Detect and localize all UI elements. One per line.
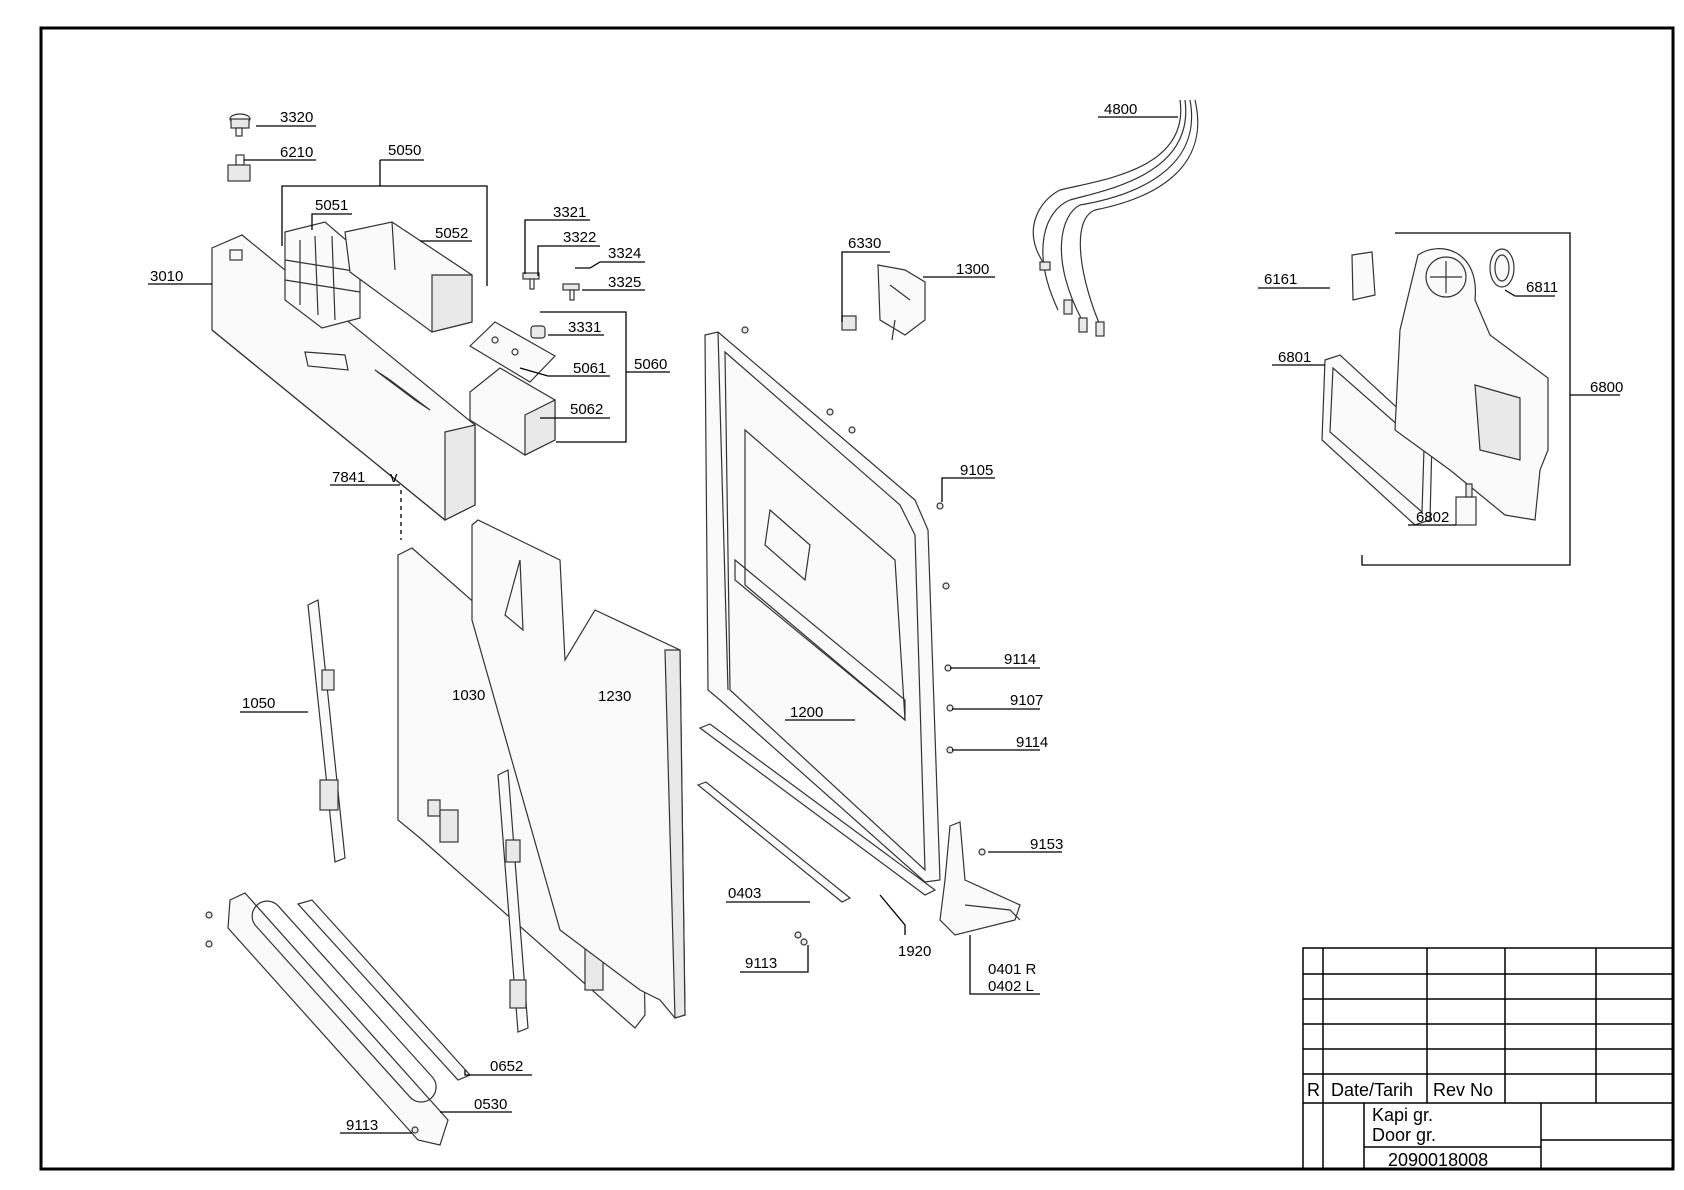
label-4800: 4800	[1104, 101, 1137, 118]
label-0403: 0403	[728, 885, 761, 902]
label-6802: 6802	[1416, 509, 1449, 526]
part-rail-right	[497, 769, 529, 1033]
drawing-frame	[39, 26, 1675, 1171]
part-1200-inner-door	[704, 331, 941, 883]
title-english: Door gr.	[1372, 1125, 1436, 1145]
label-6811: 6811	[1526, 279, 1558, 296]
leader-lines	[148, 116, 1620, 1134]
title-turkish: Kapi gr.	[1372, 1105, 1433, 1125]
label-0401R: 0401 R	[988, 961, 1037, 978]
title-block: R Date/Tarih Rev No Kapi gr. Door gr. 20…	[1302, 947, 1674, 1170]
label-0652: 0652	[490, 1058, 523, 1075]
part-6161-clip	[1351, 251, 1376, 301]
part-3010-control-panel	[211, 234, 476, 521]
label-0530: 0530	[474, 1096, 507, 1113]
label-9105: 9105	[960, 462, 993, 479]
label-5052: 5052	[435, 225, 468, 242]
label-3331: 3331	[568, 319, 601, 336]
label-5060: 5060	[634, 356, 667, 373]
label-7841-marker: v	[390, 469, 398, 486]
label-1230: 1230	[598, 688, 631, 705]
rev-header: Rev No	[1433, 1080, 1493, 1100]
label-5061: 5061	[573, 360, 606, 377]
part-4800-wire-harness	[1032, 99, 1199, 337]
label-7841: 7841	[332, 469, 365, 486]
part-3320-knob	[229, 113, 251, 137]
label-1030: 1030	[452, 687, 485, 704]
date-header: Date/Tarih	[1331, 1080, 1413, 1100]
part-5052-bracket	[344, 221, 473, 333]
part-labels: 3320 6210 5050 5051 5052 3010 3321 3322 …	[150, 101, 1623, 1134]
label-6800: 6800	[1590, 379, 1623, 396]
label-1200: 1200	[790, 704, 823, 721]
label-3325: 3325	[608, 274, 641, 291]
label-1300: 1300	[956, 261, 989, 278]
part-0403-strip	[696, 781, 852, 903]
part-5051-frame	[284, 221, 361, 329]
label-3320: 3320	[280, 109, 313, 126]
label-9114-b: 9114	[1016, 734, 1048, 751]
label-3321: 3321	[553, 204, 586, 221]
label-1050: 1050	[242, 695, 275, 712]
label-9114-a: 9114	[1004, 651, 1036, 668]
revision-marker: R	[1307, 1080, 1320, 1100]
label-9153: 9153	[1030, 836, 1063, 853]
label-1920: 1920	[898, 943, 931, 960]
label-6210: 6210	[280, 144, 313, 161]
label-3324: 3324	[608, 245, 641, 262]
label-9113-mid: 9113	[745, 955, 777, 972]
label-3322: 3322	[563, 229, 596, 246]
label-0402L: 0402 L	[988, 978, 1034, 995]
part-6330-clip	[841, 315, 857, 331]
part-6811-ring	[1489, 248, 1515, 288]
label-9107: 9107	[1010, 692, 1043, 709]
part-0530-kickplate	[227, 892, 449, 1146]
part-3331-spring	[530, 325, 546, 339]
label-9113-left: 9113	[346, 1117, 378, 1134]
drawing-number: 2090018008	[1388, 1150, 1488, 1170]
part-6802-actuator	[1455, 483, 1477, 526]
label-5051: 5051	[315, 197, 348, 214]
part-3322-button	[522, 272, 540, 290]
part-5061-board	[469, 321, 556, 383]
part-3325-button	[562, 283, 580, 301]
label-6801: 6801	[1278, 349, 1311, 366]
part-1300-lock	[877, 264, 926, 341]
part-1050-rail	[307, 599, 346, 863]
part-0401-0402-hinge	[939, 821, 1021, 936]
part-6210-switch	[227, 154, 251, 182]
part-5062-card	[469, 367, 556, 456]
label-6330: 6330	[848, 235, 881, 252]
label-5050: 5050	[388, 142, 421, 159]
part-6800-dispenser	[1394, 248, 1549, 521]
part-6801-gasket	[1321, 354, 1433, 526]
label-3010: 3010	[150, 268, 183, 285]
screw-set	[205, 326, 986, 1134]
label-5062: 5062	[570, 401, 603, 418]
label-6161: 6161	[1264, 271, 1297, 288]
part-1920-strip	[698, 723, 937, 896]
part-1230-board	[471, 519, 686, 1019]
